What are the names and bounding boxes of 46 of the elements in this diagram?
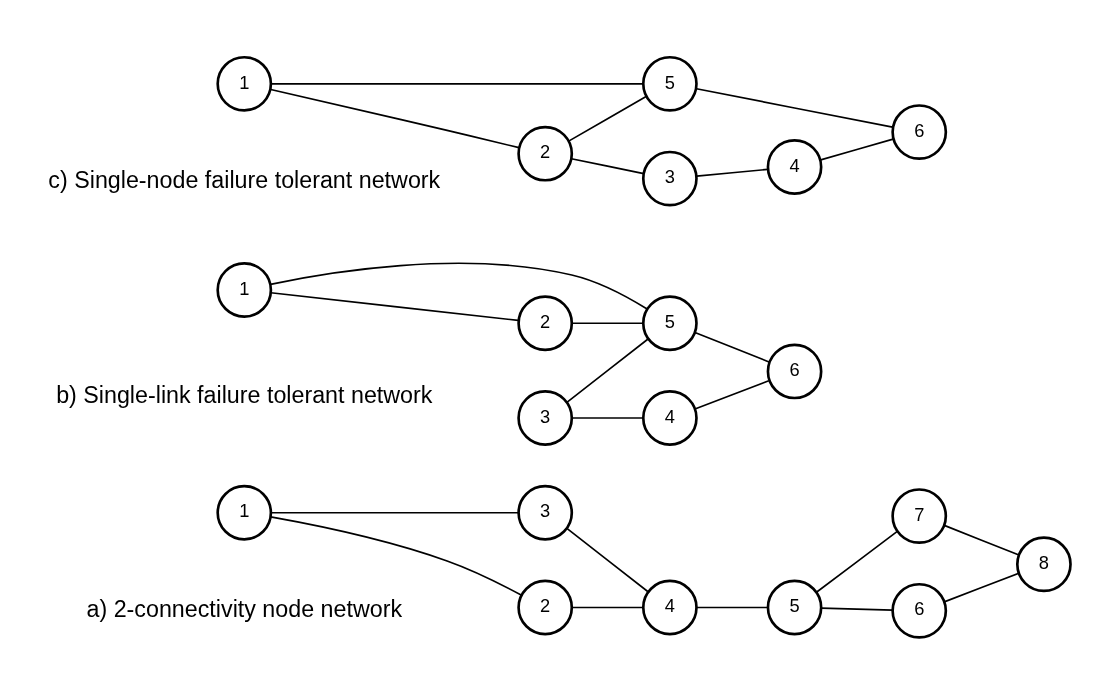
node-circle: 1 <box>216 55 273 112</box>
connector <box>269 516 522 596</box>
node-circle: 3 <box>517 484 574 541</box>
connector <box>269 262 648 310</box>
connector <box>815 530 899 593</box>
connector <box>695 87 894 128</box>
connector <box>270 511 520 514</box>
node-circle: 8 <box>1016 536 1072 593</box>
connector <box>571 417 644 419</box>
connector <box>943 524 1020 556</box>
node-circle: 6 <box>891 582 948 639</box>
connector <box>571 606 644 609</box>
label: a) 2-connectivity node network <box>86 595 403 622</box>
connector <box>695 606 769 609</box>
node-circle: 3 <box>641 150 698 207</box>
connector <box>270 291 519 322</box>
node-circle: 6 <box>891 104 948 160</box>
node-circle: 5 <box>766 579 823 636</box>
node-circle: 2 <box>517 125 574 182</box>
node-circle: 1 <box>216 262 273 318</box>
connector <box>694 331 771 363</box>
connector <box>694 379 770 410</box>
connector <box>570 157 645 175</box>
node-circle: 4 <box>766 139 823 195</box>
connector <box>695 168 769 177</box>
connector <box>943 572 1019 603</box>
node-circle: 3 <box>517 390 574 446</box>
node-circle: 6 <box>766 343 823 400</box>
node-circle: 4 <box>641 579 698 636</box>
label: b) Single-link failure tolerant network <box>56 381 433 408</box>
connector <box>269 88 520 149</box>
connector <box>566 338 649 404</box>
connector <box>568 95 647 142</box>
node-circle: 4 <box>641 390 698 446</box>
node-circle: 1 <box>216 484 273 541</box>
connector <box>571 322 644 325</box>
connector <box>270 83 645 85</box>
node-circle: 7 <box>891 488 948 544</box>
label: c) Single-node failure tolerant network <box>48 167 441 194</box>
connector <box>819 138 894 161</box>
node-circle: 2 <box>517 295 574 352</box>
node-circle: 5 <box>641 295 698 352</box>
node-circle: 2 <box>517 579 574 636</box>
node-circle: 5 <box>641 55 698 112</box>
connector <box>820 607 894 611</box>
connector <box>566 527 649 593</box>
